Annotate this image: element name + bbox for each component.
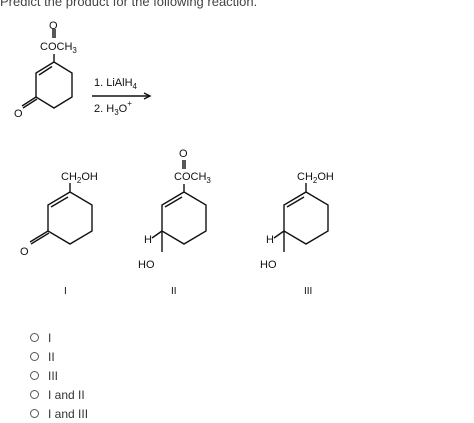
option-label: I: [48, 330, 52, 345]
radio-button[interactable]: [30, 352, 39, 361]
product-2-numeral: II: [171, 286, 177, 297]
product-1-ketone-o: O: [20, 246, 29, 258]
option-3[interactable]: III: [30, 366, 88, 385]
product-1-numeral: I: [64, 286, 67, 297]
product-3-ho-label: HO: [260, 259, 277, 271]
option-label: I and III: [48, 406, 89, 421]
product-2-group-label: COCH3: [174, 171, 211, 185]
radio-button[interactable]: [30, 390, 39, 399]
product-2-h-label: H: [144, 234, 152, 246]
option-label: II: [48, 349, 55, 364]
product-2-ho-label: HO: [138, 259, 155, 271]
reactant-carbonyl-o: O: [49, 20, 58, 32]
radio-button[interactable]: [30, 409, 39, 418]
product-3-numeral: III: [304, 286, 312, 297]
product-2-carbonyl-o: O: [179, 148, 188, 160]
answer-options: I II III I and II I and III: [30, 328, 88, 423]
question-text: Predict the product for the following re…: [0, 0, 258, 9]
product-3-h-label: H: [266, 234, 274, 246]
product-3-structure: [273, 183, 329, 252]
product-1-group-label: CH2OH: [61, 171, 98, 185]
product-3-group-label: CH2OH: [297, 171, 334, 185]
reagent-step-1: 1. LiAlH4: [94, 77, 138, 91]
reaction-scheme: O COCH3 O 1. LiAlH4 2. H3O+ CH2OH O I O …: [14, 20, 334, 297]
radio-button[interactable]: [30, 371, 39, 380]
product-2-structure: [151, 160, 207, 252]
reactant-group-label: COCH3: [40, 41, 77, 55]
option-label: III: [48, 368, 59, 383]
reagent-step-2: 2. H3O+: [94, 99, 132, 117]
reactant-ketone-o: O: [14, 108, 23, 120]
reactant-structure: [21, 29, 73, 109]
option-2[interactable]: II: [30, 347, 88, 366]
option-1[interactable]: I: [30, 328, 88, 347]
option-label: I and II: [48, 387, 85, 402]
radio-button[interactable]: [30, 333, 39, 342]
option-5[interactable]: I and III: [30, 404, 88, 423]
option-4[interactable]: I and II: [30, 385, 88, 404]
product-1-structure: [29, 183, 93, 245]
